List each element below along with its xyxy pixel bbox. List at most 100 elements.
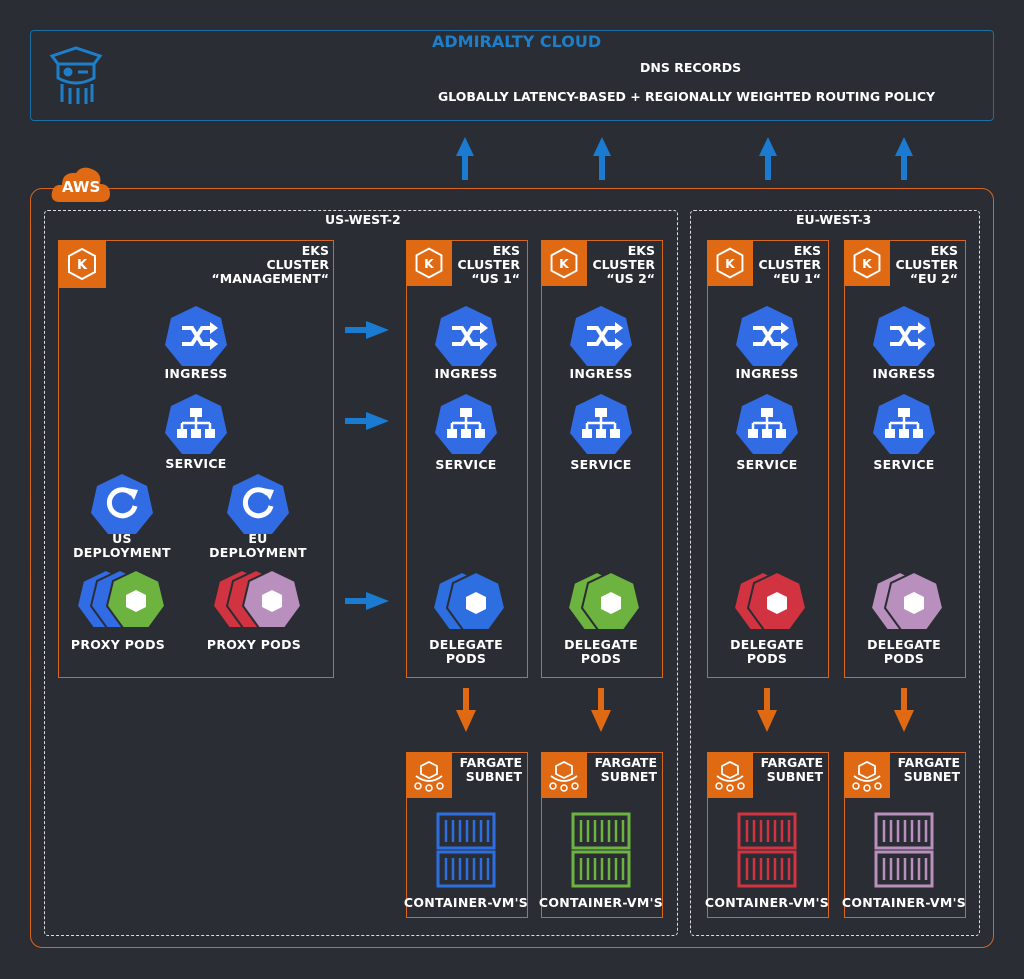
ingress-label: INGRESS <box>434 366 498 381</box>
admiralty-title: ADMIRALTY CLOUD <box>432 32 602 51</box>
delegate-pods-label: DELEGATE PODS <box>406 638 526 666</box>
title-line: “EU 2“ <box>909 271 958 286</box>
aws-label: AWS <box>62 178 101 196</box>
ingress-icon <box>434 304 498 368</box>
mgmt-cluster-box <box>58 240 334 678</box>
label-line: PODS <box>746 651 788 666</box>
eks-icon: K <box>844 240 890 286</box>
title-line: SUBNET <box>766 769 823 784</box>
eks-icon: K <box>707 240 753 286</box>
container-vm-label: CONTAINER-VM'S <box>403 895 529 910</box>
title-line: CLUSTER <box>758 257 821 272</box>
cluster-box <box>707 240 829 678</box>
up-arrow <box>593 137 611 180</box>
title-line: “EU 1“ <box>772 271 821 286</box>
eu-proxy-pods-icon <box>210 568 320 632</box>
fargate-title: FARGATE SUBNET <box>452 756 522 784</box>
title-line: EKS <box>301 243 329 258</box>
region-us-west-2 <box>44 210 678 936</box>
ingress-label: INGRESS <box>164 366 228 381</box>
container-vm-label: CONTAINER-VM'S <box>704 895 830 910</box>
service-label: SERVICE <box>570 457 632 472</box>
cluster-title: EKS CLUSTER “EU 1“ <box>753 244 821 286</box>
eks-icon: K <box>58 240 106 288</box>
us-deployment-icon <box>90 472 154 536</box>
ingress-icon <box>569 304 633 368</box>
title-line: FARGATE <box>897 755 960 770</box>
ingress-icon <box>164 304 228 368</box>
container-vm-label: CONTAINER-VM'S <box>538 895 664 910</box>
title-line: EKS <box>930 243 958 258</box>
fargate-icon <box>844 752 890 798</box>
admiralty-logo-icon <box>44 44 108 108</box>
cluster-box <box>406 240 528 678</box>
ingress-icon <box>735 304 799 368</box>
label-line: DELEGATE <box>429 637 503 652</box>
ingress-label: INGRESS <box>735 366 799 381</box>
title-line: FARGATE <box>760 755 823 770</box>
aws-cloud-icon <box>50 164 112 204</box>
container-vm-icon <box>571 812 631 888</box>
container-vm-label: CONTAINER-VM'S <box>841 895 967 910</box>
title-line: “US 1“ <box>471 271 520 286</box>
container-vm-icon <box>436 812 496 888</box>
label-line: US <box>112 531 132 546</box>
delegate-pods-label: DELEGATE PODS <box>844 638 964 666</box>
label-line: PODS <box>445 651 487 666</box>
label-line: PODS <box>883 651 925 666</box>
ingress-label: INGRESS <box>569 366 633 381</box>
routing-policy-label: GLOBALLY LATENCY-BASED + REGIONALLY WEIG… <box>438 89 936 104</box>
right-arrow <box>345 321 389 339</box>
delegate-pods-icon <box>430 570 510 634</box>
fargate-icon <box>541 752 587 798</box>
service-label: SERVICE <box>873 457 935 472</box>
fargate-box <box>406 752 528 918</box>
region-eu-west-3 <box>690 210 980 936</box>
title-line: “US 2“ <box>606 271 655 286</box>
service-icon <box>164 392 228 456</box>
region-us-label: US-WEST-2 <box>325 212 401 227</box>
service-icon <box>569 392 633 456</box>
label-line: DEPLOYMENT <box>73 545 171 560</box>
delegate-pods-icon <box>868 570 948 634</box>
title-line: FARGATE <box>459 755 522 770</box>
us-deployment-label: US DEPLOYMENT <box>72 532 172 560</box>
fargate-box <box>844 752 966 918</box>
label-line: DELEGATE <box>564 637 638 652</box>
us-proxy-pods-icon <box>74 568 184 632</box>
svg-text:K: K <box>862 256 873 271</box>
title-line: EKS <box>793 243 821 258</box>
container-vm-icon <box>737 812 797 888</box>
delegate-pods-label: DELEGATE PODS <box>541 638 661 666</box>
title-line: EKS <box>492 243 520 258</box>
region-eu-label: EU-WEST-3 <box>796 212 872 227</box>
title-line: CLUSTER <box>266 257 329 272</box>
cluster-title: EKS CLUSTER “EU 2“ <box>890 244 958 286</box>
title-line: “MANAGEMENT“ <box>211 271 329 286</box>
svg-text:K: K <box>559 256 570 271</box>
title-line: SUBNET <box>600 769 657 784</box>
dns-records-label: DNS RECORDS <box>640 60 742 75</box>
label-line: DELEGATE <box>867 637 941 652</box>
title-line: EKS <box>627 243 655 258</box>
down-arrow <box>456 688 476 732</box>
fargate-title: FARGATE SUBNET <box>890 756 960 784</box>
service-label: SERVICE <box>435 457 497 472</box>
label-line: EU <box>248 531 268 546</box>
down-arrow <box>757 688 777 732</box>
label-line: PODS <box>580 651 622 666</box>
title-line: CLUSTER <box>457 257 520 272</box>
fargate-icon <box>406 752 452 798</box>
us-proxy-pods-label: PROXY PODS <box>70 637 166 652</box>
up-arrow <box>456 137 474 180</box>
eu-deployment-label: EU DEPLOYMENT <box>208 532 308 560</box>
mgmt-cluster-title: EKS CLUSTER “MANAGEMENT“ <box>212 244 329 286</box>
title-line: CLUSTER <box>592 257 655 272</box>
fargate-title: FARGATE SUBNET <box>753 756 823 784</box>
label-line: DEPLOYMENT <box>209 545 307 560</box>
delegate-pods-icon <box>731 570 811 634</box>
title-line: CLUSTER <box>895 257 958 272</box>
ingress-icon <box>872 304 936 368</box>
